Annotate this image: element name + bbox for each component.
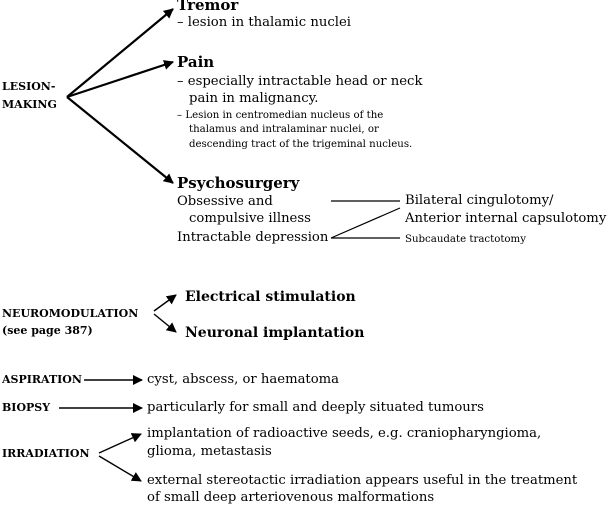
procedure-cingulotomy-1: Bilateral cingulotomy/	[405, 193, 554, 208]
aspiration-target: cyst, abscess, or haematoma	[147, 372, 340, 387]
pain-detail-1: – especially intractable head or neck	[177, 74, 423, 89]
irradiation-label: IRRADIATION	[2, 447, 90, 460]
pain-note-2: thalamus and intralaminar nuclei, or	[189, 124, 379, 135]
arrow-to-psychosurgery	[66, 96, 174, 184]
biopsy-target: particularly for small and deeply situat…	[147, 400, 484, 415]
arrow-irradiation-external	[98, 455, 142, 482]
arrow-to-implantation	[153, 313, 177, 333]
irradiation-external-1: external stereotactic irradiation appear…	[147, 473, 578, 488]
lesion-making-label-1: LESION-	[2, 80, 56, 93]
psychosurgery-heading: Psychosurgery	[177, 174, 300, 192]
condition-obsessive-2: compulsive illness	[189, 211, 311, 226]
pain-note-3: descending tract of the trigeminal nucle…	[189, 139, 413, 150]
neuronal-implantation: Neuronal implantation	[185, 325, 365, 341]
tremor-heading: Tremor	[177, 0, 239, 14]
neuromodulation-label-1: NEUROMODULATION	[2, 307, 139, 320]
condition-depression: Intractable depression	[177, 230, 329, 245]
arrow-irradiation-seeds	[98, 433, 142, 454]
electrical-stimulation: Electrical stimulation	[185, 289, 356, 305]
link-depression-cingulotomy	[330, 207, 401, 239]
lesion-making-label-2: MAKING	[2, 98, 57, 111]
tremor-detail: – lesion in thalamic nuclei	[177, 15, 351, 30]
condition-obsessive-1: Obsessive and	[177, 194, 273, 209]
neuromodulation-label-2: (see page 387)	[2, 324, 93, 337]
biopsy-label: BIOPSY	[2, 401, 51, 414]
irradiation-seeds-1: implantation of radioactive seeds, e.g. …	[147, 426, 542, 441]
aspiration-label: ASPIRATION	[2, 373, 82, 386]
procedure-cingulotomy-2: Anterior internal capsulotomy	[405, 211, 607, 226]
pain-detail-2: pain in malignancy.	[189, 91, 319, 106]
arrow-to-pain	[66, 60, 174, 99]
arrow-to-electrical	[153, 294, 177, 312]
irradiation-external-2: of small deep arteriovenous malformation…	[147, 490, 435, 505]
irradiation-seeds-2: glioma, metastasis	[147, 444, 272, 459]
pain-heading: Pain	[177, 53, 215, 71]
arrow-to-tremor	[66, 8, 174, 98]
pain-note-1: – Lesion in centromedian nucleus of the	[177, 110, 384, 121]
procedure-tractotomy: Subcaudate tractotomy	[405, 234, 526, 245]
